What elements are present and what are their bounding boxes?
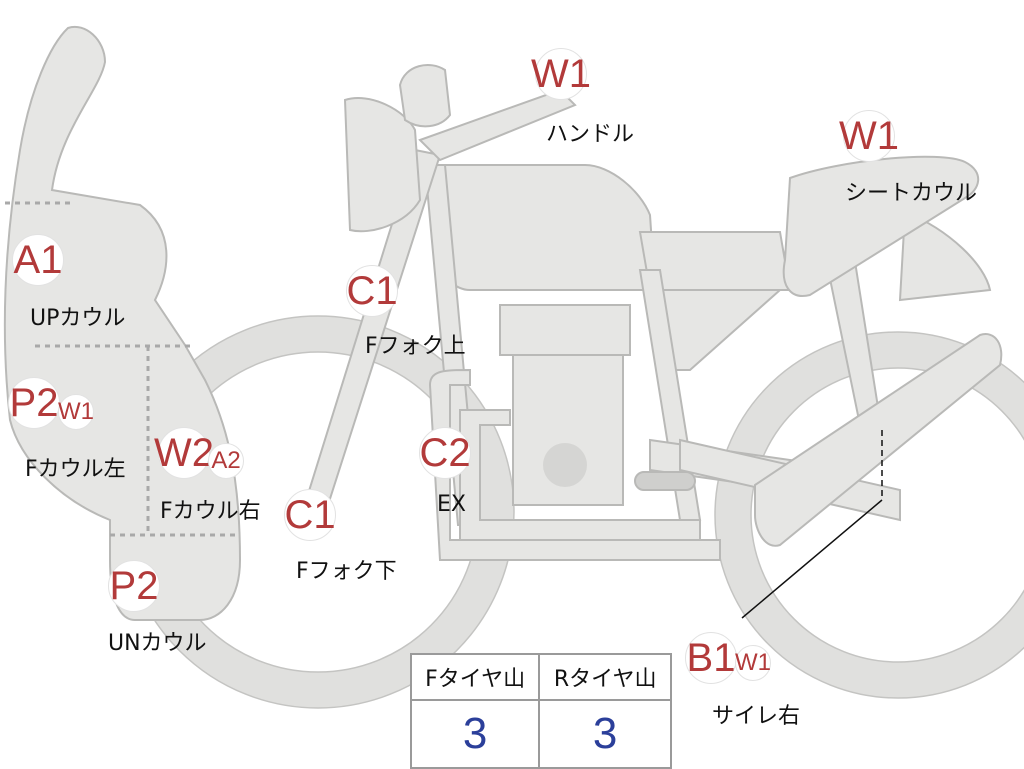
handle-code-badge: W1: [531, 48, 591, 100]
f-fork-lower-label: Fフォク下: [296, 559, 397, 584]
f-cowl-right-label: Fカウル右: [160, 499, 261, 524]
front-tire-header: Fタイヤ山: [409, 653, 541, 701]
ex-code-badge: C2: [419, 427, 471, 479]
up-cowl-code-badge: A1: [12, 234, 64, 286]
f-cowl-left-code-badge: P2: [8, 377, 60, 429]
silencer-shape: [754, 333, 1003, 547]
front-tire-value: 3: [409, 699, 541, 769]
silencer-right-code-badge: B1: [685, 632, 737, 684]
up-cowl-label: UPカウル: [30, 306, 126, 331]
rear-wheel: [715, 332, 1024, 698]
tire-tread-table: Fタイヤ山 Rタイヤ山 3 3: [409, 653, 672, 769]
f-cowl-right-code-badge: W2: [154, 427, 214, 479]
f-fork-upper-label: Fフォク上: [365, 334, 466, 359]
seat-cowl-label: シートカウル: [845, 181, 978, 206]
f-cowl-left-label: Fカウル左: [25, 457, 126, 482]
un-cowl-label: UNカウル: [108, 631, 207, 656]
f-fork-upper-code-badge: C1: [346, 265, 398, 317]
ex-label: EX: [437, 492, 466, 517]
un-cowl-code-badge: P2: [108, 560, 160, 612]
silencer-right-code2-badge: W1: [735, 645, 771, 681]
engine-block: [499, 304, 631, 356]
rear-tire-value: 3: [538, 699, 672, 769]
handlebar-shape: [418, 88, 577, 162]
handle-label: ハンドル: [546, 122, 635, 147]
f-cowl-right-code2-badge: A2: [208, 443, 244, 479]
f-cowl-left-code2-badge: W1: [58, 394, 94, 430]
seat-cowl-code-badge: W1: [839, 110, 899, 162]
silencer-right-label: サイレ右: [712, 704, 801, 729]
f-fork-lower-code-badge: C1: [284, 489, 336, 541]
rear-tire-header: Rタイヤ山: [538, 653, 672, 701]
fuel-tank: [439, 164, 657, 291]
